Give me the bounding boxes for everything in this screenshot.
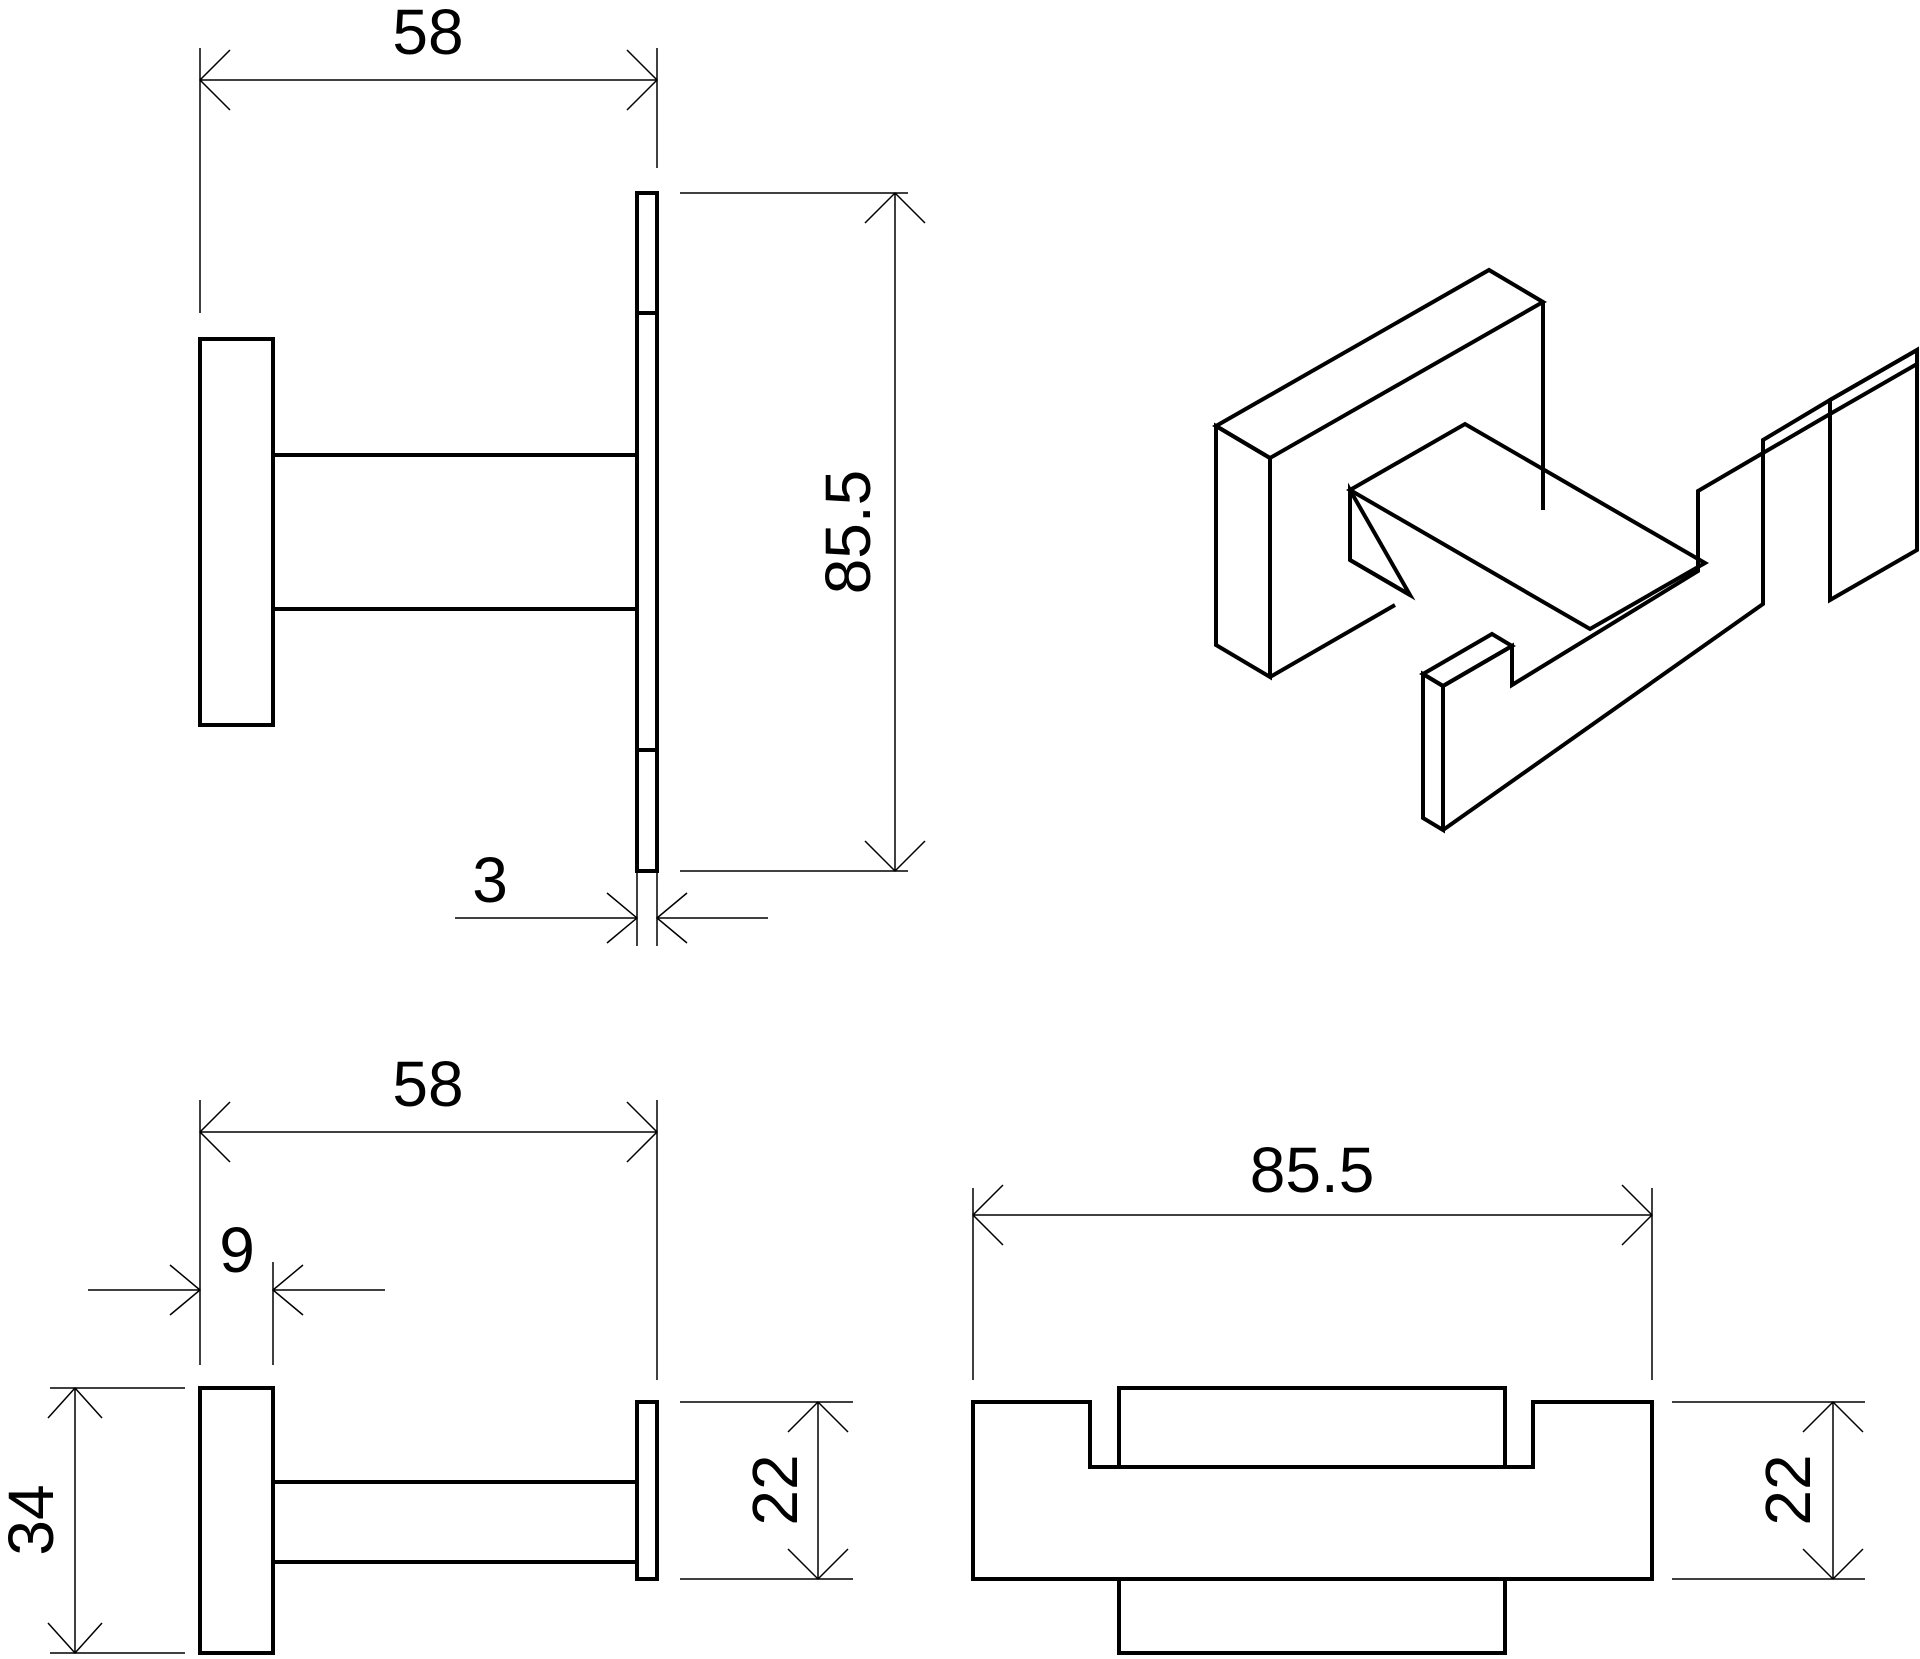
front-width-label: 85.5	[1250, 1134, 1375, 1206]
side-thickness-dimension: 3	[455, 844, 768, 946]
iso-arm	[1345, 421, 1710, 632]
top-hook-height-dimension: 22	[680, 1400, 853, 1581]
top-hook-height-label: 22	[739, 1454, 811, 1525]
top-view: 58 9 34 22	[0, 1048, 853, 1655]
front-back-plate-bottom	[1117, 1579, 1507, 1655]
front-hook-bar	[971, 1400, 1654, 1581]
iso-hook-bar	[1419, 346, 1919, 834]
front-view: 85.5 22	[971, 1134, 1865, 1655]
top-depth-label: 58	[392, 1048, 463, 1120]
top-depth-dimension: 58	[198, 1048, 659, 1380]
side-height-dimension: 85.5	[680, 191, 926, 873]
top-base-height-dimension: 34	[0, 1386, 185, 1655]
side-base-plate	[198, 337, 275, 727]
side-hook-plate	[635, 191, 659, 873]
front-height-label: 22	[1752, 1454, 1824, 1525]
isometric-view	[1212, 267, 1919, 834]
side-thickness-label: 3	[472, 844, 508, 916]
front-back-plate-top	[1117, 1386, 1507, 1467]
top-base-thickness-dimension: 9	[88, 1214, 385, 1365]
top-base-thickness-label: 9	[219, 1214, 255, 1286]
side-depth-dimension: 58	[198, 0, 659, 313]
side-height-label: 85.5	[812, 470, 884, 595]
iso-base-block	[1212, 267, 1547, 681]
front-width-dimension: 85.5	[971, 1134, 1654, 1380]
top-base-plate	[198, 1386, 275, 1655]
top-hook-plate	[635, 1400, 659, 1581]
side-depth-label: 58	[392, 0, 463, 68]
front-height-dimension: 22	[1672, 1400, 1865, 1581]
top-base-height-label: 34	[0, 1484, 67, 1555]
side-view: 58 85.5 3	[198, 0, 926, 946]
